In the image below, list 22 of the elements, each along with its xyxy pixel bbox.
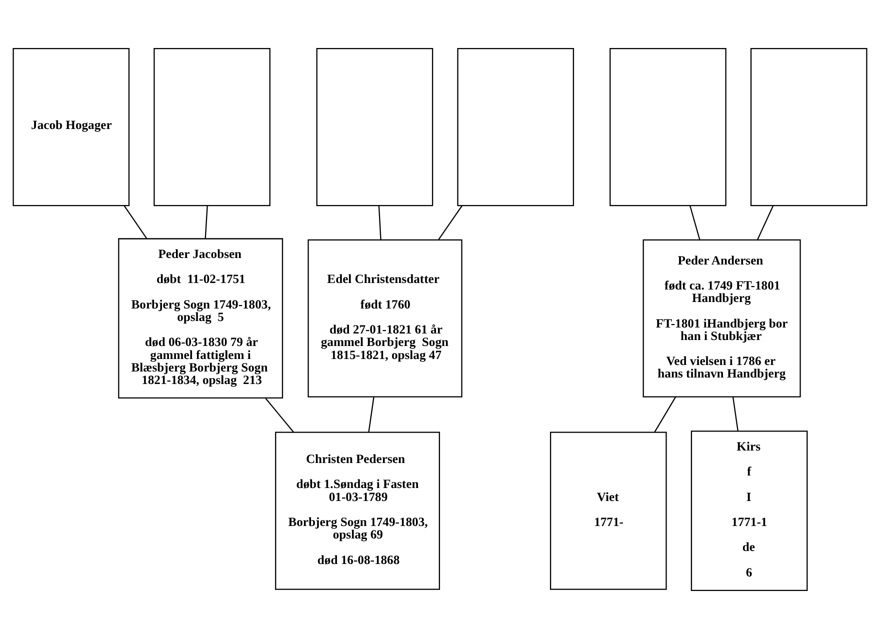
node-box: Peder Jacobsen døbt 11-02-1751 Borbjerg Sogn 1749-1803, opslag 5 død 06-03-1830 79 år gammel fattiglem i Blæsbjerg Borbjerg Sogn 1821-1834, opslag 213 [118, 238, 284, 399]
node-box: Edel Christensdatter født 1760 død 27-01-1821 61 år gammel Borbjerg Sogn 1815-1821, opslag 47 [308, 239, 462, 398]
node-box [750, 48, 868, 206]
node-box [610, 48, 726, 206]
connector [378, 206, 382, 240]
connector [204, 206, 208, 239]
connector [654, 396, 676, 432]
connector [368, 396, 374, 432]
connector [265, 398, 294, 432]
node-box: Kirs f I 1771-1 de 6 [690, 430, 808, 591]
node-box [154, 48, 270, 206]
node-box [316, 48, 434, 206]
connector [124, 205, 148, 239]
connector [438, 205, 463, 240]
node-box [457, 48, 574, 206]
node-box: Viet 1771- [550, 432, 667, 590]
node-box: Christen Pedersen døbt 1.Søndag i Fasten 01-03-1789 Borbjerg Sogn 1749-1803, opslag 69 død 16-08-1868 [275, 432, 440, 590]
connector [732, 396, 738, 432]
node-box: Jacob Hogager [12, 48, 130, 206]
connector [689, 205, 700, 240]
connector [757, 205, 774, 240]
node-box: Peder Andersen født ca. 1749 FT-1801 Handbjerg FT-1801 iHandbjerg bor han i Stubkjær Ved vielsen i 1786 er hans tilnavn Handbjerg [642, 239, 801, 398]
